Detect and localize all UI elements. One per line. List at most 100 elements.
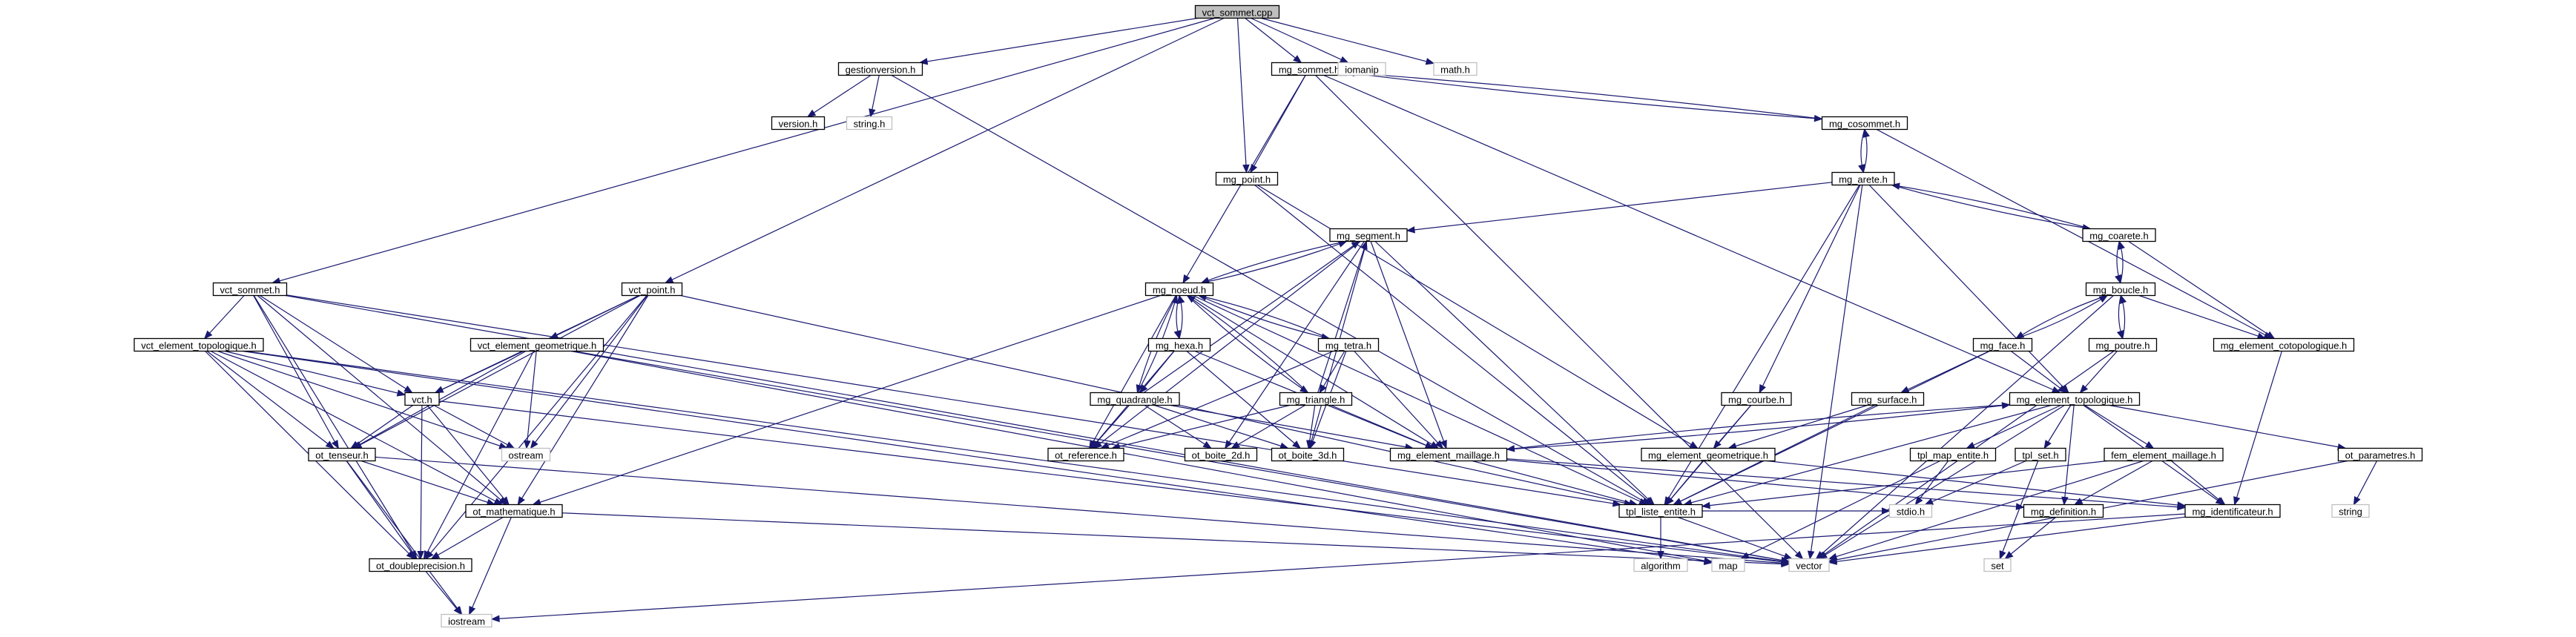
edge-mg_point_h-to-mg_element_geometrique_h [1256, 184, 1699, 449]
node-ot-doubleprecision-h[interactable]: ot_doubleprecision.h [369, 558, 472, 572]
node-map: map [1711, 558, 1745, 572]
node-ot-reference-h[interactable]: ot_reference.h [1047, 447, 1124, 462]
node-mg-coarete-h[interactable]: mg_coarete.h [2082, 228, 2156, 242]
node-box [1047, 447, 1124, 462]
node-vector: vector [1788, 558, 1830, 572]
node-label: vct_sommet.h [220, 285, 280, 296]
node-mg-element-geometrique-h[interactable]: mg_element_geometrique.h [1641, 447, 1776, 462]
edge-mg_triangle_h-to-mg_element_maillage_h [1331, 404, 1434, 449]
edge-vct_element_topologique_h-to-vector [245, 350, 1790, 563]
edge-mg_cosommet_h-to-mg_sommet_h [1346, 72, 1822, 119]
node-mg-noeud-h[interactable]: mg_noeud.h [1144, 282, 1214, 297]
node-mg-point-h[interactable]: mg_point.h [1215, 171, 1279, 186]
arrowhead-icon [1425, 58, 1435, 65]
edge-fem_element_maillage_h-to-tpl_liste_entite_h [1702, 460, 2108, 507]
edge-mg_cosommet_h-to-mg_element_cotopologique_h [1876, 128, 2273, 340]
node-box [1389, 447, 1508, 462]
node-label: ot_parametres.h [2345, 450, 2416, 461]
edge-vct_sommet_cpp-to-iomanip [1251, 17, 1348, 64]
arrowhead-icon [664, 276, 674, 284]
node-vct-sommet-cpp[interactable]: vct_sommet.cpp [1194, 4, 1280, 19]
arrowhead-icon [453, 606, 462, 615]
node-box [369, 558, 472, 572]
node-fem-element-maillage-h[interactable]: fem_element_maillage.h [2104, 447, 2224, 462]
arrowhead-icon [1360, 240, 1368, 250]
node-mg-identificateur-h[interactable]: mg_identificateur.h [2184, 504, 2281, 518]
node-box [2009, 392, 2141, 406]
node-mg-hexa-h[interactable]: mg_hexa.h [1147, 337, 1211, 352]
node-box [441, 613, 493, 628]
edge-mg_noeud_h-to-mg_element_maillage_h [1189, 294, 1439, 449]
edge-vct_h-to-ostream [433, 404, 515, 449]
arrowhead-icon [505, 441, 515, 449]
arrowhead-icon [2116, 330, 2124, 340]
node-label: mg_poutre.h [2096, 340, 2150, 351]
edge-mg_element_topologique_h-to-ot_parametres_h [2109, 404, 2346, 449]
node-mg-boucle-h[interactable]: mg_boucle.h [2085, 282, 2156, 297]
arrowhead-icon [1701, 501, 1710, 509]
node-mg-element-topologique-h[interactable]: mg_element_topologique.h [2009, 392, 2141, 406]
arrowhead-icon [2233, 496, 2241, 506]
arrowhead-icon [2073, 498, 2083, 506]
node-mg-element-maillage-h[interactable]: mg_element_maillage.h [1389, 447, 1508, 462]
node-mg-surface-h[interactable]: mg_surface.h [1851, 392, 1925, 406]
node-mg-tetra-h[interactable]: mg_tetra.h [1317, 337, 1380, 352]
edge-vct_element_geometrique_h-to-ot_doubleprecision_h [423, 351, 535, 559]
edge-mg_segment_h-to-mg_element_maillage_h [1370, 241, 1447, 449]
node-vct-element-topologique-h[interactable]: vct_element_topologique.h [134, 337, 264, 352]
node-tpl-set-h[interactable]: tpl_set.h [2015, 447, 2066, 462]
node-box [2337, 447, 2423, 462]
node-mg-face-h[interactable]: mg_face.h [1972, 337, 2033, 352]
node-vct-point-h[interactable]: vct_point.h [621, 282, 683, 297]
edge-mg_element_maillage_h-to-tpl_liste_entite_h [1472, 460, 1638, 506]
node-ot-tenseur-h[interactable]: ot_tenseur.h [308, 447, 376, 462]
node-mg-definition-h[interactable]: mg_definition.h [2023, 504, 2104, 518]
arrowhead-icon [2265, 331, 2276, 340]
node-mg-courbe-h[interactable]: mg_courbe.h [1721, 392, 1792, 406]
node-ot-parametres-h[interactable]: ot_parametres.h [2337, 447, 2423, 462]
node-label: mg_element_geometrique.h [1648, 450, 1768, 461]
node-box [1090, 392, 1180, 406]
node-label: ostream [509, 450, 544, 461]
node-gestionversion-h[interactable]: gestionversion.h [837, 62, 923, 76]
node-tpl-liste-entite-h[interactable]: tpl_liste_entite.h [1618, 504, 1703, 518]
node-box [1618, 504, 1703, 518]
node-mg-cosommet-h[interactable]: mg_cosommet.h [1821, 116, 1908, 131]
arrowhead-icon [530, 440, 538, 449]
node-mg-quadrangle-h[interactable]: mg_quadrangle.h [1090, 392, 1180, 406]
node-version-h[interactable]: version.h [771, 116, 826, 131]
node-string: string [2331, 504, 2370, 518]
arrowhead-icon [1759, 383, 1766, 394]
node-mg-sommet-h[interactable]: mg_sommet.h [1271, 62, 1348, 76]
node-mg-segment-h[interactable]: mg_segment.h [1329, 228, 1408, 242]
edge-mg_identificateur_h-to-vector [1828, 516, 2186, 564]
node-vct-h[interactable]: vct.h [404, 392, 440, 406]
node-mg-arete-h[interactable]: mg_arete.h [1831, 171, 1895, 186]
node-mg-poutre-h[interactable]: mg_poutre.h [2088, 337, 2158, 352]
node-vct-sommet-h[interactable]: vct_sommet.h [212, 282, 288, 297]
edge-mg_face_h-to-mg_boucle_h [2015, 294, 2108, 340]
node-ot-boite-3d-h[interactable]: ot_boite_3d.h [1271, 447, 1345, 462]
edge-tpl_map_entite_h-to-map [1741, 460, 1940, 560]
edge-mg_triangle_h-to-ot_reference_h [1111, 404, 1291, 449]
arrowhead-icon [203, 330, 213, 340]
node-vct-element-geometrique-h[interactable]: vct_element_geometrique.h [470, 337, 605, 352]
node-box [621, 282, 683, 297]
arrowhead-icon [1171, 294, 1179, 304]
node-mg-triangle-h[interactable]: mg_triangle.h [1279, 392, 1353, 406]
edge-mg_noeud_h-to-ot_reference_h [1089, 295, 1176, 449]
node-iomanip: iomanip [1337, 62, 1386, 76]
node-label: mg_hexa.h [1156, 340, 1203, 351]
node-label: ot_mathematique.h [472, 506, 555, 518]
node-ot-boite-2d-h[interactable]: ot_boite_2d.h [1184, 447, 1258, 462]
arrowhead-icon [1828, 558, 1838, 565]
node-box [2085, 282, 2156, 297]
edge-mg_triangle_h-to-mg_segment_h [1317, 241, 1367, 393]
edge-mg_sommet_h-to-mg_element_topologique_h [1323, 74, 2061, 394]
node-ot-mathematique-h[interactable]: ot_mathematique.h [465, 504, 563, 518]
arrowhead-icon [806, 109, 817, 118]
node-box [1851, 392, 1925, 406]
node-mg-element-cotopologique-h[interactable]: mg_element_cotopologique.h [2213, 337, 2355, 352]
node-tpl-map-entite-h[interactable]: tpl_map_entite.h [1909, 447, 1997, 462]
node-label: ot_reference.h [1055, 450, 1117, 461]
